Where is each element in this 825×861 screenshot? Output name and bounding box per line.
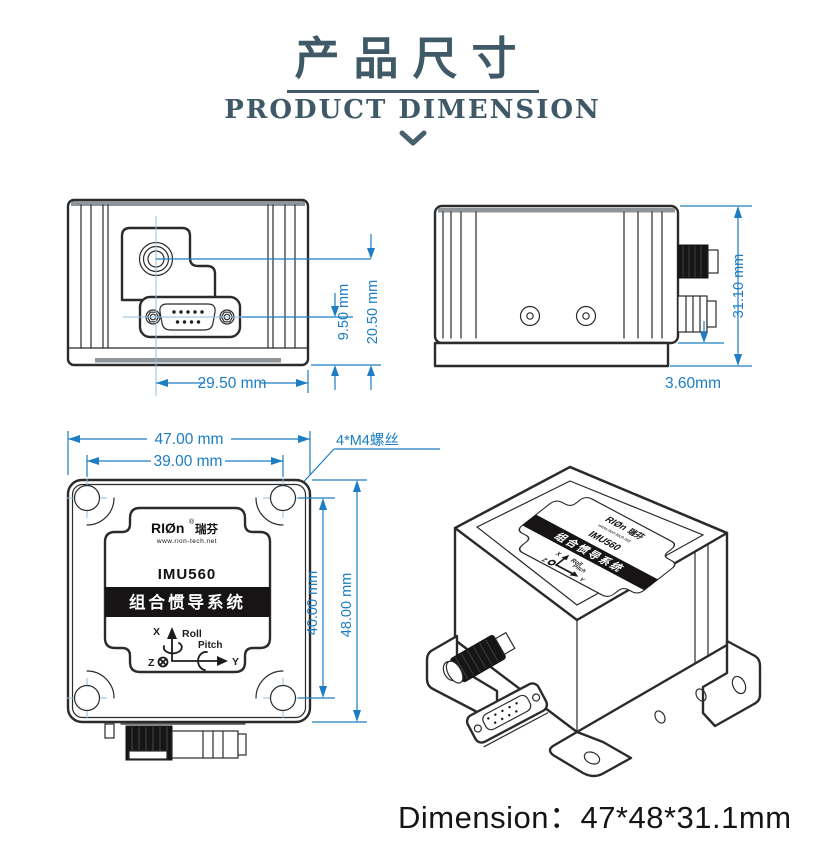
axis-x-label: X xyxy=(153,626,160,638)
front-dimensions: 9.50 mm 20.50 mm 29.50 mm xyxy=(156,234,381,393)
axis-pitch-label: Pitch xyxy=(198,640,222,651)
axis-y-label: Y xyxy=(232,656,239,668)
brand-logo: RIØn xyxy=(151,520,184,536)
side-housing xyxy=(433,204,680,345)
iso-db9-connector xyxy=(465,682,549,748)
iso-label-band xyxy=(522,514,658,591)
front-cooling-fins xyxy=(80,204,296,349)
axis-roll-label: Roll xyxy=(182,628,202,640)
centerlines xyxy=(123,216,260,396)
axis-z-label: Z xyxy=(148,657,155,669)
chevron-down-icon xyxy=(399,130,426,146)
top-dimensions-upper: 47.00 mm 39.00 mm 4*M4螺丝 xyxy=(67,431,440,490)
iso-axis-z: Z xyxy=(540,557,549,563)
top-dimensions-right: 40.00 mm 48.00 mm xyxy=(298,479,367,723)
title-divider xyxy=(286,90,539,93)
front-top-edge xyxy=(71,201,305,206)
brand-reg-mark: ® xyxy=(189,518,195,526)
page-title-english: PRODUCT DIMENSION xyxy=(224,95,601,125)
iso-axis-indicator: X Roll Z Pitch Y xyxy=(540,551,588,584)
brand-chinese: 瑞芬 xyxy=(195,522,218,536)
model-number: IMU560 xyxy=(158,566,217,583)
label-band xyxy=(105,587,270,617)
brand-website: www.rion-tech.net xyxy=(156,538,217,545)
iso-right-flange xyxy=(701,639,762,728)
iso-front-flange xyxy=(548,730,633,778)
z-axis-symbol xyxy=(157,656,169,668)
screw-note: 4*M4螺丝 xyxy=(336,432,399,449)
dim-29-50: 29.50 mm xyxy=(198,375,267,392)
iso-circular-connector xyxy=(445,631,516,684)
side-dimensions: 31.10 mm 3.60mm xyxy=(665,205,752,392)
top-view-drawing: 47.00 mm 39.00 mm 4*M4螺丝 RI xyxy=(66,431,440,761)
dim-48-00: 48.00 mm xyxy=(339,573,355,637)
device-label: RIØn ® 瑞芬 www.rion-tech.net IMU560 组合惯导系… xyxy=(103,506,272,674)
product-name: 组合惯导系统 xyxy=(129,592,246,612)
iso-top-plateau xyxy=(475,480,705,606)
dim-31-10: 31.10 mm xyxy=(731,254,747,318)
threaded-connector xyxy=(171,730,239,759)
iso-device-label: RIØn 瑞芬 www.rion-tech.net IMU560 组合惯导系统 … xyxy=(518,497,676,597)
isometric-view-drawing: RIØn 瑞芬 www.rion-tech.net IMU560 组合惯导系统 … xyxy=(425,465,762,778)
side-flange xyxy=(433,341,670,368)
side-cooling-fins xyxy=(442,211,663,339)
dim-40-00: 40.00 mm xyxy=(305,571,321,635)
side-threaded-connector xyxy=(677,295,717,333)
dim-47-00: 47.00 mm xyxy=(155,431,224,448)
iso-axis-y: Y xyxy=(577,577,587,584)
dim-20-50: 20.50 mm xyxy=(365,280,381,344)
iso-axis-x: X xyxy=(554,551,564,558)
axis-indicator: X Roll Y Pitch Z xyxy=(148,626,239,671)
corner-fillets xyxy=(86,497,284,699)
iso-axis-pitch: Pitch xyxy=(570,564,587,574)
iso-axis-roll: Roll xyxy=(568,558,584,568)
front-bottom-edge xyxy=(95,358,281,363)
iso-face-holes xyxy=(654,688,707,724)
roll-arrow-icon xyxy=(162,642,183,655)
mounting-holes xyxy=(67,478,303,718)
iso-side-grooves xyxy=(694,543,709,663)
side-top-edge xyxy=(438,208,675,213)
dim-9-50: 9.50 mm xyxy=(336,284,352,340)
side-screw-holes xyxy=(519,305,597,327)
dim-3-60: 3.60mm xyxy=(665,375,721,392)
pitch-arrow-icon xyxy=(197,651,208,671)
dim-39-00: 39.00 mm xyxy=(154,453,223,470)
top-bottom-connectors xyxy=(104,723,247,761)
page-title-chinese: 产品尺寸 xyxy=(294,32,531,85)
side-view-drawing: 31.10 mm 3.60mm xyxy=(433,204,752,392)
overall-dimension-text: Dimension：47*48*31.1mm xyxy=(398,800,792,835)
front-view-drawing: 9.50 mm 20.50 mm 29.50 mm xyxy=(66,198,381,396)
side-circular-connector xyxy=(677,244,719,279)
